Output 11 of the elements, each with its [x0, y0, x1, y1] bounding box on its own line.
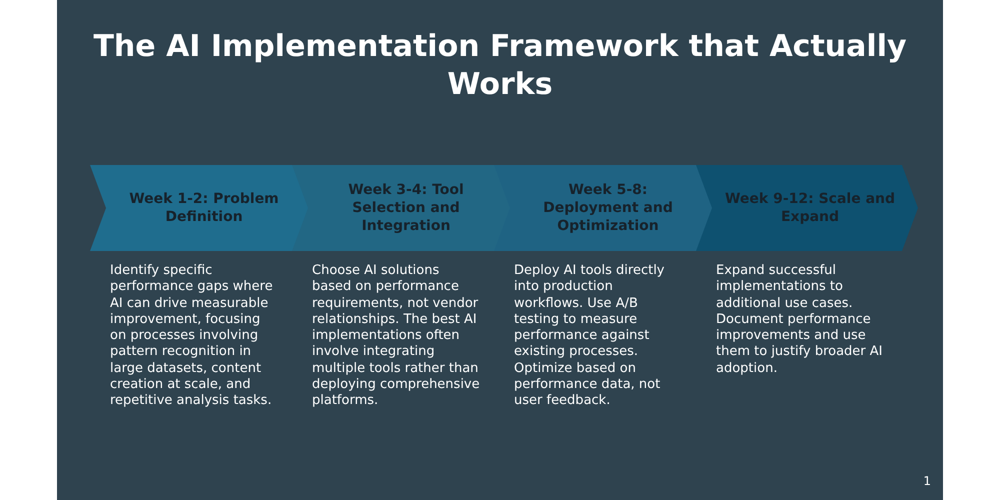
step-heading: Week 9-12: Scale and Expand — [724, 190, 896, 226]
step-description: Deploy AI tools directly into production workflows. Use A/B testing to measure performance against existing processes. Optimize based on performance data, not user feedback. — [514, 263, 666, 410]
chevron-step — [696, 165, 918, 251]
step-heading: Week 5-8: Deployment and Optimization — [542, 181, 674, 235]
step-description: Identify specific performance gaps where AI can drive measurable improvement, focusing on processes involving pattern recognition in large datasets, content creation at scale, and repetitive analysis tasks. — [110, 263, 274, 410]
step-description: Choose AI solutions based on performance requirements, not vendor relationships. The best AI implementations often involve integrating multiple tools rather than deploying comprehensive platforms. — [312, 263, 481, 410]
slide-title: The AI Implementation Framework that Actually Works — [92, 28, 908, 104]
step-heading: Week 1-2: Problem Definition — [128, 190, 280, 226]
page-number: 1 — [923, 474, 931, 488]
step-description: Expand successful implementations to additional use cases. Document performance improvements and use them to justify broader AI adoption. — [716, 263, 884, 378]
step-heading: Week 3-4: Tool Selection and Integration — [347, 181, 465, 235]
